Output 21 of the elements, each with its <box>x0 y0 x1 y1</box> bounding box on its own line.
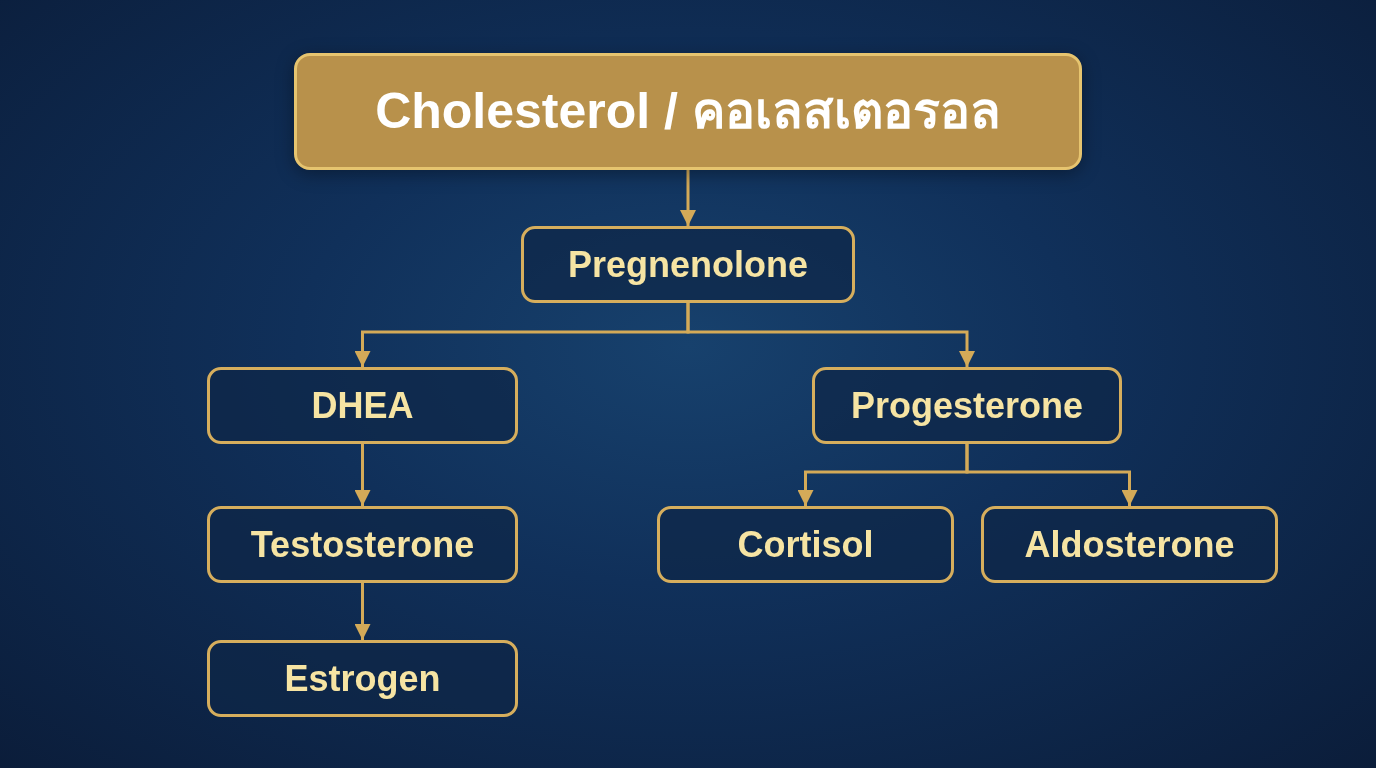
compound-box <box>207 506 518 583</box>
node-label: Progesterone <box>850 384 1084 428</box>
node-label: Estrogen <box>284 657 441 701</box>
compound-box <box>521 226 855 303</box>
node-label: Cholesterol / คอเลสเตอรอล <box>375 82 1001 142</box>
arrow <box>686 303 975 367</box>
arrow <box>680 170 696 226</box>
compound-box <box>657 506 954 583</box>
node-label: Aldosterone <box>1024 523 1235 567</box>
arrow <box>965 444 1138 506</box>
node-label: Pregnenolone <box>568 243 808 287</box>
node-label: Testosterone <box>250 523 475 567</box>
compound-box <box>207 367 518 444</box>
arrow <box>354 583 371 640</box>
compound-box <box>812 367 1122 444</box>
node-label: DHEA <box>311 384 414 428</box>
arrow <box>354 444 371 506</box>
compound-box <box>207 640 518 717</box>
node-label: Cortisol <box>737 523 874 567</box>
source-box <box>294 53 1082 170</box>
compound-box <box>981 506 1278 583</box>
